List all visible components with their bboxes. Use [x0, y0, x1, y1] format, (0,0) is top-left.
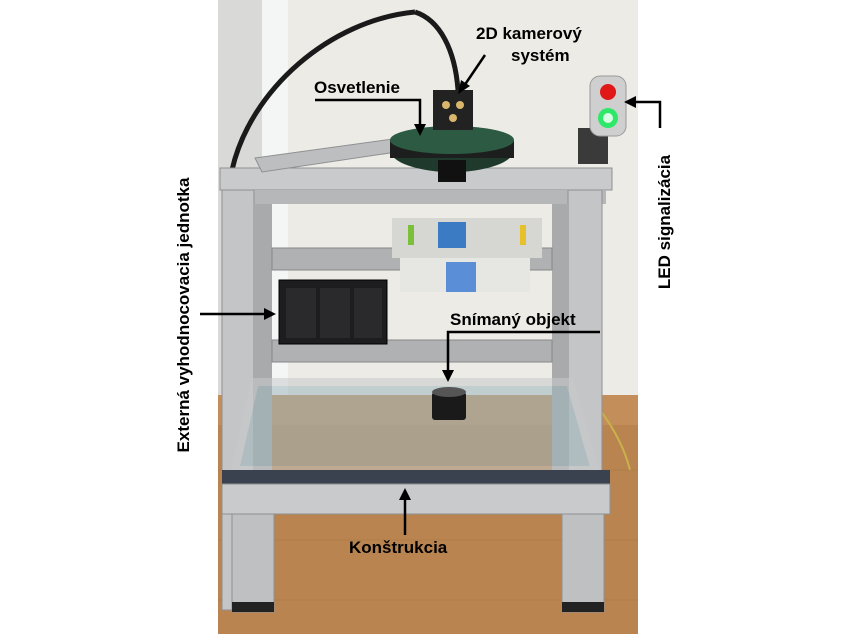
- camera-body: [433, 90, 473, 130]
- led-signal-tower: [578, 75, 627, 164]
- label-construction: Konštrukcia: [349, 538, 448, 557]
- label-object: Snímaný objekt: [450, 310, 576, 329]
- label-camera-line2: systém: [511, 46, 570, 65]
- annotation-arrows: [200, 54, 662, 535]
- external-unit-device: [278, 279, 388, 345]
- label-external-unit: Externá vyhodnocovacia jednotka: [174, 177, 193, 453]
- rail-electronics: [392, 218, 542, 292]
- label-led: LED signalizácia: [655, 154, 674, 290]
- label-camera-line1: 2D kamerový: [476, 24, 582, 43]
- scanned-object: [432, 387, 466, 420]
- camera-cable: [229, 9, 416, 171]
- label-lighting: Osvetlenie: [314, 78, 400, 97]
